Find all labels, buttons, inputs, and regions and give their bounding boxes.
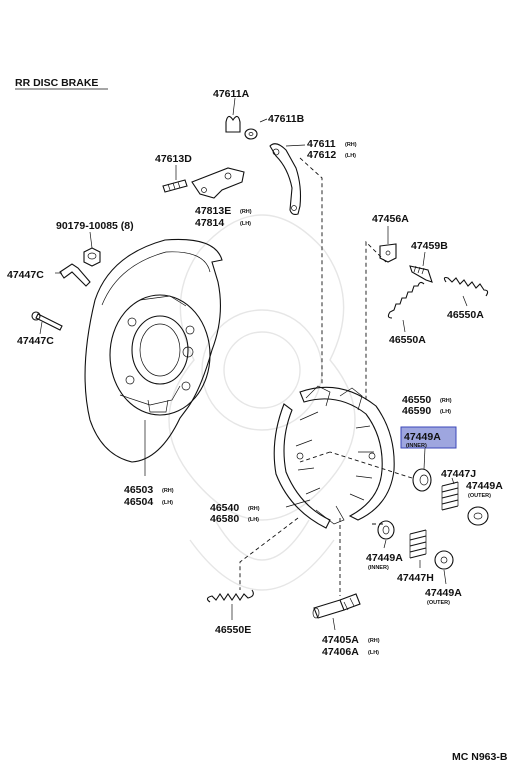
label-46550: 46550 bbox=[402, 394, 431, 406]
part-47449a-inner-cup-bottom bbox=[377, 520, 395, 549]
watermark-emblem bbox=[168, 214, 356, 591]
label-47611b: 47611B bbox=[268, 113, 305, 125]
label-47613d: 47613D bbox=[155, 153, 192, 165]
label-47611a: 47611A bbox=[213, 88, 250, 100]
label-46550a-left: 46550A bbox=[389, 334, 426, 346]
part-47447c-bottom bbox=[31, 311, 63, 335]
footer-code: MC N963-B bbox=[452, 751, 508, 763]
diagram-title: RR DISC BRAKE bbox=[15, 77, 98, 89]
label-47459b: 47459B bbox=[411, 240, 448, 252]
part-47611-lever bbox=[269, 143, 306, 216]
label-47612: 47612 bbox=[307, 149, 336, 161]
label-47405a: 47405A bbox=[322, 634, 359, 646]
label-47449a-inner-bottom-sub: (INNER) bbox=[368, 565, 389, 571]
label-46504-sub: (LH) bbox=[162, 500, 173, 506]
label-46540-sub: (RH) bbox=[248, 506, 260, 512]
label-47456a: 47456A bbox=[372, 213, 409, 225]
label-46550e: 46550E bbox=[215, 624, 251, 636]
label-47449a-outer-right-sub: (OUTER) bbox=[468, 493, 491, 499]
part-46503-backing-plate bbox=[84, 238, 223, 476]
part-47813e-bracket bbox=[191, 167, 245, 199]
label-47406a: 47406A bbox=[322, 646, 359, 658]
label-47449a-highlighted: 47449A bbox=[404, 431, 441, 443]
part-47611a-clip bbox=[225, 97, 241, 133]
part-90179-nut bbox=[83, 231, 101, 267]
label-47449a-outer-right: 47449A bbox=[466, 480, 503, 492]
label-46590-sub: (LH) bbox=[440, 409, 451, 415]
label-46504: 46504 bbox=[124, 496, 153, 508]
part-47405a-adjuster bbox=[312, 593, 361, 631]
part-47447j-spring bbox=[441, 477, 459, 511]
label-46550a-right: 46550A bbox=[447, 309, 484, 321]
part-47447h-spring bbox=[409, 529, 427, 568]
label-47447j: 47447J bbox=[441, 468, 476, 480]
label-46550-sub: (RH) bbox=[440, 398, 452, 404]
label-46590: 46590 bbox=[402, 405, 431, 417]
label-46580-sub: (LH) bbox=[248, 517, 259, 523]
part-46540-shoe-assembly bbox=[273, 385, 395, 529]
label-90179: 90179-10085 (8) bbox=[56, 220, 134, 232]
label-46540: 46540 bbox=[210, 502, 239, 514]
label-47447h: 47447H bbox=[397, 572, 434, 584]
part-46550e-spring bbox=[206, 589, 254, 620]
highlight-47449a-inner[interactable] bbox=[400, 426, 457, 449]
label-46503-sub: (RH) bbox=[162, 488, 174, 494]
part-47459b-adjuster bbox=[409, 251, 433, 283]
label-46503: 46503 bbox=[124, 484, 153, 496]
label-47449a-outer-bottom-sub: (OUTER) bbox=[427, 600, 450, 606]
label-47813e-sub: (RH) bbox=[240, 209, 252, 215]
label-47611-sub: (RH) bbox=[345, 142, 357, 148]
label-47813e: 47813E bbox=[195, 205, 231, 217]
part-46550a-spring-left bbox=[387, 281, 425, 333]
label-47447c-top: 47447C bbox=[7, 269, 44, 281]
label-47449a-inner-bottom: 47449A bbox=[366, 552, 403, 564]
label-47814-sub: (LH) bbox=[240, 221, 251, 227]
label-47447c-bottom: 47447C bbox=[17, 335, 54, 347]
part-47613d-shims bbox=[162, 165, 188, 193]
label-47406a-sub: (LH) bbox=[368, 650, 379, 656]
part-47447c-top bbox=[55, 263, 91, 287]
part-47456a-plate bbox=[379, 226, 397, 263]
label-47814: 47814 bbox=[195, 217, 224, 229]
part-47449a-inner-cup bbox=[412, 447, 432, 492]
label-47449a-outer-bottom: 47449A bbox=[425, 587, 462, 599]
label-47405a-sub: (RH) bbox=[368, 638, 380, 644]
dashed-guides bbox=[239, 157, 413, 596]
label-46580: 46580 bbox=[210, 513, 239, 525]
label-47449a-highlighted-sub: (INNER) bbox=[406, 443, 427, 449]
label-47611: 47611 bbox=[307, 138, 336, 150]
part-47449a-outer-cup-bottom bbox=[434, 550, 454, 585]
part-46550a-spring-right bbox=[443, 276, 489, 307]
part-47611b-washer bbox=[244, 118, 268, 140]
label-47612-sub: (LH) bbox=[345, 153, 356, 159]
part-47449a-outer-cup-right bbox=[467, 506, 489, 526]
